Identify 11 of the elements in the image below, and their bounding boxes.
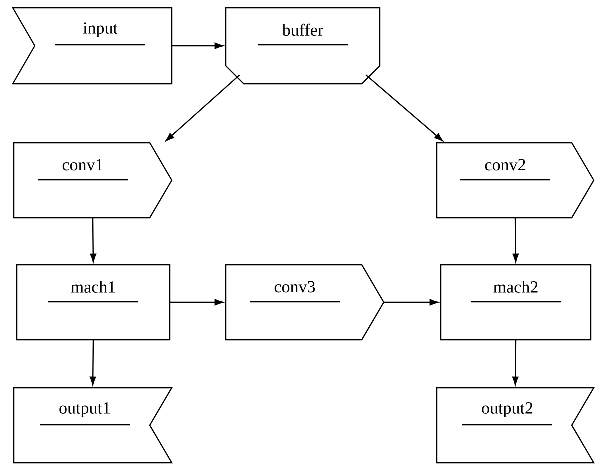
machine-box: mach1 bbox=[16, 264, 171, 341]
arrow bbox=[366, 74, 444, 142]
machine-box: mach2 bbox=[440, 264, 592, 341]
arrow bbox=[90, 340, 96, 386]
arrow bbox=[384, 299, 438, 306]
arrow bbox=[170, 299, 224, 306]
arrow bbox=[512, 340, 519, 386]
arrow bbox=[90, 218, 97, 262]
arrow bbox=[166, 74, 240, 142]
arrow bbox=[172, 42, 224, 50]
arrow bbox=[512, 218, 520, 262]
